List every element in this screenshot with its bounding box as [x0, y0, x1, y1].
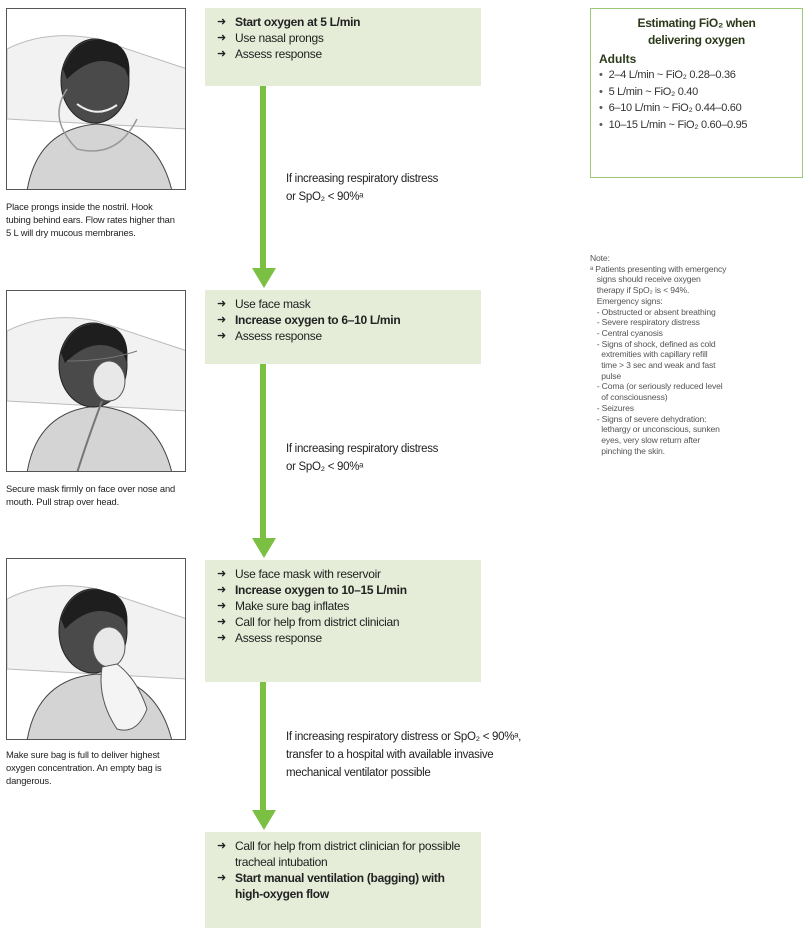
fio2-item: 6–10 L/min ~ FiO₂ 0.44–0.60	[599, 100, 794, 117]
step-line: ➜Assess response	[217, 631, 322, 645]
illustration-caption: Place prongs inside the nostril. Hook tu…	[6, 201, 175, 238]
nasal-prongs-illustration	[6, 8, 186, 190]
arrow-right-icon: ➜	[217, 584, 226, 596]
reservoir-mask-illustration	[6, 558, 186, 740]
fio2-title: delivering oxygen	[648, 33, 745, 47]
step-box-1: ➜Start oxygen at 5 L/min ➜Use nasal pron…	[205, 8, 481, 86]
fio2-title: Estimating FiO₂ when	[637, 16, 756, 30]
footnote: Note: ᵃ Patients presenting with emergen…	[590, 253, 727, 456]
illustration-caption: Make sure bag is full to deliver highest…	[6, 749, 162, 786]
arrow-right-icon: ➜	[217, 840, 226, 852]
escalation-condition: If increasing respiratory distress or Sp…	[286, 443, 439, 473]
arrow-right-icon: ➜	[217, 632, 226, 644]
escalation-condition: If increasing respiratory distress or Sp…	[286, 731, 522, 779]
arrow-right-icon: ➜	[217, 16, 226, 28]
arrow-right-icon: ➜	[217, 314, 226, 326]
step-line: ➜Assess response	[217, 329, 322, 343]
arrow-right-icon: ➜	[217, 872, 226, 884]
flow-arrow-down-icon	[252, 364, 276, 558]
step-line: ➜Increase oxygen to 10–15 L/min	[217, 583, 407, 597]
step-line: ➜Call for help from district clinician	[217, 615, 400, 629]
face-mask-illustration	[6, 290, 186, 472]
step-line: ➜Make sure bag inflates	[217, 599, 350, 613]
arrow-right-icon: ➜	[217, 568, 226, 580]
step-line: ➜Use face mask	[217, 297, 311, 311]
flow-arrow-down-icon	[252, 682, 276, 830]
step-line: ➜Start oxygen at 5 L/min	[217, 15, 361, 29]
step-line: ➜Start manual ventilation (bagging) with…	[217, 871, 445, 901]
arrow-right-icon: ➜	[217, 330, 226, 342]
fio2-item: 10–15 L/min ~ FiO₂ 0.60–0.95	[599, 117, 794, 134]
fio2-item: 2–4 L/min ~ FiO₂ 0.28–0.36	[599, 67, 794, 84]
arrow-right-icon: ➜	[217, 32, 226, 44]
arrow-right-icon: ➜	[217, 298, 226, 310]
escalation-condition: If increasing respiratory distress or Sp…	[286, 173, 439, 203]
step-line: ➜Assess response	[217, 47, 322, 61]
step-box-4: ➜Call for help from district clinician f…	[205, 832, 481, 928]
step-box-3: ➜Use face mask with reservoir ➜Increase …	[205, 560, 481, 682]
fio2-subtitle: Adults	[599, 52, 637, 66]
arrow-right-icon: ➜	[217, 48, 226, 60]
flow-arrow-down-icon	[252, 86, 276, 288]
fio2-item: 5 L/min ~ FiO₂ 0.40	[599, 84, 794, 101]
arrow-right-icon: ➜	[217, 616, 226, 628]
illustration-caption: Secure mask firmly on face over nose and…	[6, 483, 176, 507]
step-line: ➜Use nasal prongs	[217, 31, 324, 45]
step-line: ➜Increase oxygen to 6–10 L/min	[217, 313, 401, 327]
step-line: ➜Use face mask with reservoir	[217, 567, 381, 581]
fio2-estimate-box: Estimating FiO₂ when delivering oxygen A…	[590, 8, 803, 178]
step-line: ➜Call for help from district clinician f…	[217, 839, 461, 869]
arrow-right-icon: ➜	[217, 600, 226, 612]
step-box-2: ➜Use face mask ➜Increase oxygen to 6–10 …	[205, 290, 481, 364]
